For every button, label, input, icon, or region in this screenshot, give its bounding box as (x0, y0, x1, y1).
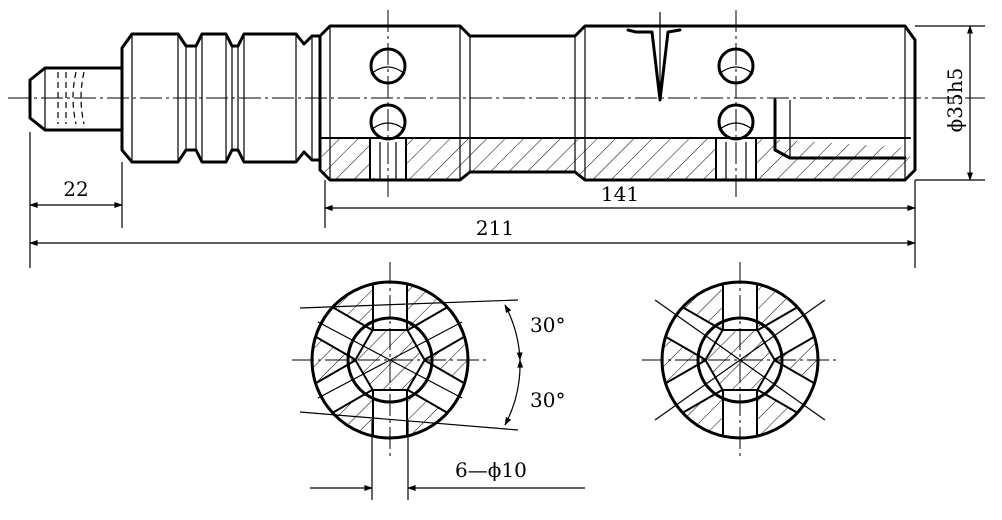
dim-22-label: 22 (63, 177, 88, 201)
section-view-left: 30° 30° 6—ϕ10 (292, 262, 585, 500)
angle-bottom-label: 30° (530, 388, 565, 412)
shaft-side-view (8, 10, 985, 200)
angle-bottom-arc (504, 359, 524, 426)
dim-211-label: 211 (476, 216, 514, 240)
cutaway-section (321, 137, 911, 181)
dim-141-label: 141 (601, 182, 639, 206)
left-pin (28, 66, 122, 132)
dimensions: 22 141 211 ϕ35h5 (29, 25, 985, 268)
cross-holes (369, 10, 755, 200)
angle-top-label: 30° (530, 313, 565, 337)
holes-label: 6—ϕ10 (455, 458, 527, 482)
dim-diameter-label: ϕ35h5 (943, 68, 967, 133)
section-view-right (642, 262, 838, 458)
angle-top-arc (504, 304, 523, 361)
